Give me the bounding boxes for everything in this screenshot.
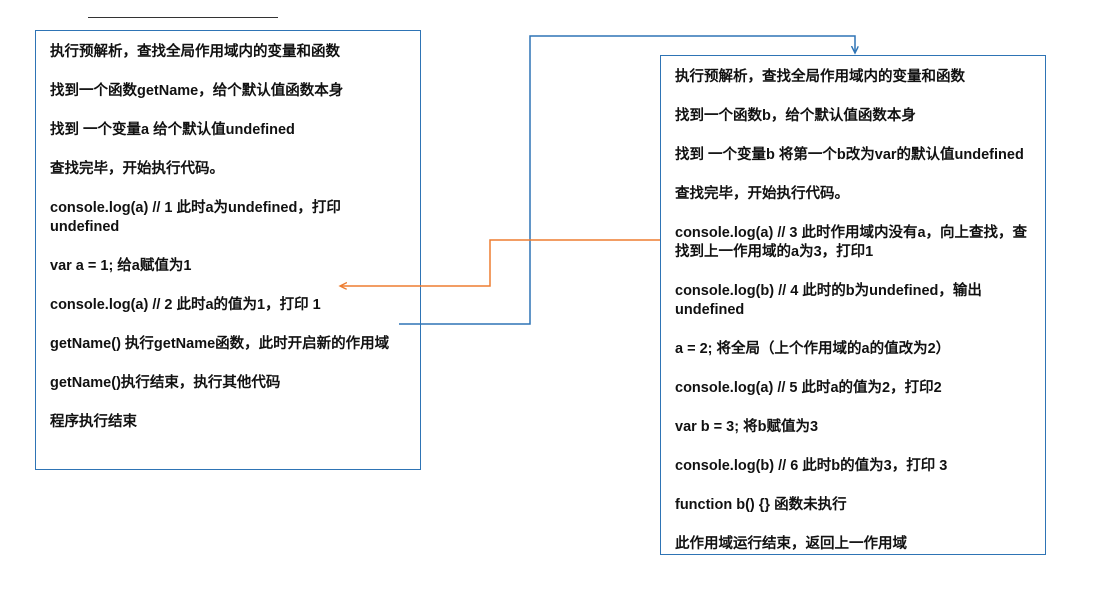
stray-line-artifact [88,17,278,18]
function-scope-box: 执行预解析，查找全局作用域内的变量和函数 找到一个函数b，给个默认值函数本身 找… [660,55,1046,555]
step-text: 找到 一个变量a 给个默认值undefined [50,122,295,138]
step-text: 查找完毕，开始执行代码。 [50,161,224,177]
step-text: console.log(b) // 6 此时b的值为3，打印 3 [675,458,948,474]
step-text: 执行预解析，查找全局作用域内的变量和函数 [50,44,340,60]
step-text: var b = 3; 将b赋值为3 [675,419,819,435]
step-text: console.log(a) // 2 此时a的值为1，打印 1 [50,297,321,313]
step-text: 此作用域运行结束，返回上一作用域 [675,536,907,552]
step-text: function b() {} 函数未执行 [675,497,847,513]
step-text: 程序执行结束 [50,414,137,430]
step-text: 找到一个函数b，给个默认值函数本身 [675,108,916,124]
step-text: console.log(a) // 3 此时作用域内没有a，向上查找，查找到上一… [675,225,1028,260]
step-text: console.log(a) // 5 此时a的值为2，打印2 [675,380,942,396]
step-text: console.log(b) // 4 此时的b为undefined，输出und… [675,283,982,318]
step-text: 找到一个函数getName，给个默认值函数本身 [50,83,344,99]
step-text: getName()执行结束，执行其他代码 [50,375,281,391]
global-scope-box: 执行预解析，查找全局作用域内的变量和函数 找到一个函数getName，给个默认值… [35,30,421,470]
step-text: 查找完毕，开始执行代码。 [675,186,849,202]
step-text: var a = 1; 给a赋值为1 [50,258,192,274]
step-text: 找到 一个变量b 将第一个b改为var的默认值undefined [675,147,1024,163]
step-text: a = 2; 将全局（上个作用域的a的值改为2） [675,341,951,357]
step-text: getName() 执行getName函数，此时开启新的作用域 [50,336,390,352]
step-text: 执行预解析，查找全局作用域内的变量和函数 [675,69,965,85]
step-text: console.log(a) // 1 此时a为undefined，打印unde… [50,200,341,235]
